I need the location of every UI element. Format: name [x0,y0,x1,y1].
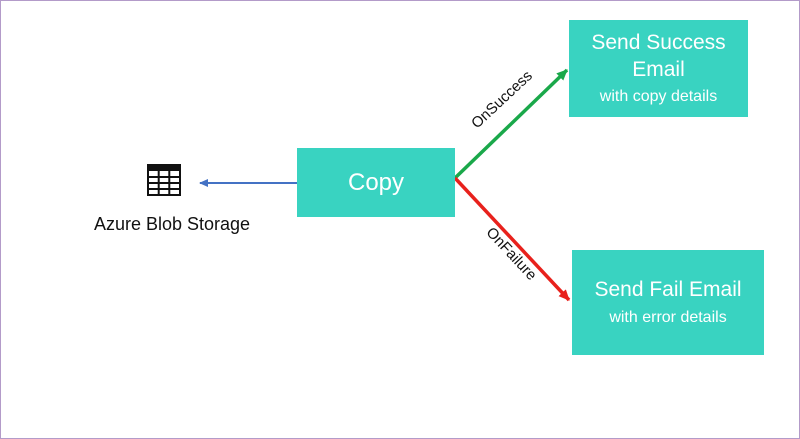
success-edge-label: OnSuccess [468,67,536,132]
send-success-email-node[interactable]: Send Success Email with copy details [569,20,748,117]
fail-node-subtitle: with error details [609,308,727,326]
success-node-subtitle: with copy details [599,87,718,105]
failure-connector [453,176,571,302]
success-connector [453,68,569,180]
fail-node-title: Send Fail Email [594,278,742,302]
copy-node-label: Copy [347,168,405,196]
table-icon [147,164,181,196]
success-node-title-line1: Send Success [591,31,726,55]
success-node-title-line2: Email [632,57,685,81]
failure-edge-label: OnFailure [483,224,540,284]
storage-label: Azure Blob Storage [93,214,251,234]
send-fail-email-node[interactable]: Send Fail Email with error details [572,250,764,355]
copy-node[interactable]: Copy [297,148,455,217]
